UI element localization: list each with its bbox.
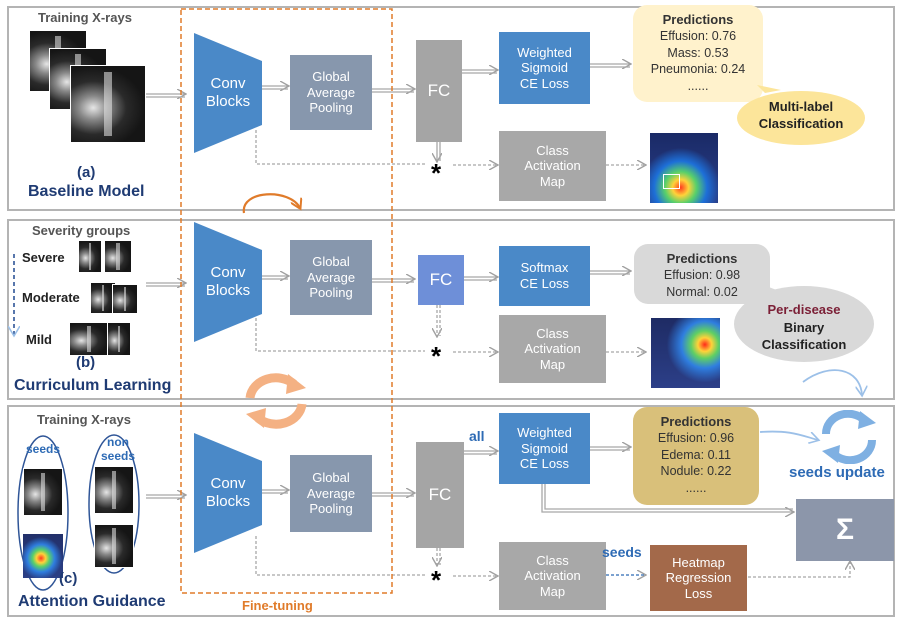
panel-c-seeds-update-label: seeds update (789, 464, 885, 481)
panel-a-xray-3 (70, 65, 146, 143)
panel-b-mild-xray-2 (107, 322, 131, 356)
panel-c-all-label: all (469, 428, 485, 444)
panel-b-moderate-xray-2 (112, 284, 138, 314)
panel-c-fc-layer: FC (416, 442, 464, 548)
panel-b-callout-text: Per-disease Binary Classification (761, 302, 847, 353)
panel-c-seeds-label: seeds (26, 442, 61, 456)
cycle-icon (245, 373, 307, 429)
fine-tuning-label: Fine-tuning (242, 598, 313, 613)
panel-c-non-seeds-ellipse (88, 434, 140, 574)
panel-b-conv-blocks (194, 222, 262, 342)
panel-c-seed-xray (23, 468, 63, 516)
refresh-icon (821, 410, 877, 464)
panel-c-tag: (c) (59, 570, 78, 587)
panel-c-nonseed-xray-2 (94, 524, 134, 568)
panel-b-heatmap-image (651, 318, 720, 388)
panel-b-tag: (b) (76, 354, 96, 371)
panel-b-multiply-symbol: * (431, 341, 442, 371)
fine-tuning-frame (180, 8, 393, 594)
panel-c-nonseed-xray-1 (94, 466, 134, 514)
panel-curriculum-learning (7, 219, 895, 400)
panel-c-sum-box: Σ (796, 499, 894, 561)
panel-a-title: Baseline Model (28, 183, 145, 200)
panel-a-heatmap-image (650, 133, 718, 203)
panel-b-input-title: Severity groups (32, 223, 131, 238)
panel-b-severe-xray-2 (104, 240, 132, 273)
panel-b-callout-bubble (734, 280, 874, 362)
panel-a-input-title: Training X-rays (38, 10, 132, 25)
panel-baseline-model (7, 6, 895, 211)
panel-c-predictions: Predictions Effusion: 0.96 Edema: 0.11 N… (633, 407, 759, 505)
panel-b-group-severe: Severe (22, 250, 65, 265)
panel-b-group-mild: Mild (26, 332, 52, 347)
panel-c-seed-heatmap (23, 534, 63, 578)
panel-c-non-seeds-label: non seeds (101, 435, 136, 463)
panel-c-seeds-ellipse (17, 435, 69, 591)
panel-a-callout-text: Multi-label Classification (758, 99, 844, 131)
panel-b-mild-xray-1 (69, 322, 109, 356)
panel-a-conv-blocks (194, 33, 262, 153)
panel-a-tag: (a) (77, 164, 96, 181)
panel-c-multiply-symbol: * (431, 565, 442, 595)
panel-c-input-title: Training X-rays (37, 412, 131, 427)
panel-a-callout-bubble (737, 85, 865, 145)
panel-a-predictions: Predictions Effusion: 0.76 Mass: 0.53 Pn… (633, 5, 763, 102)
panel-b-severe-xray-1 (78, 240, 102, 273)
panel-c-title: Attention Guidance (18, 593, 166, 610)
panel-b-fc-layer: FC (418, 255, 464, 305)
panel-attention-guidance (7, 405, 895, 617)
panel-b-title: Curriculum Learning (14, 377, 172, 394)
panel-c-seeds-arrow-label: seeds (602, 544, 642, 560)
panel-b-group-moderate: Moderate (22, 290, 80, 305)
panel-a-multiply-symbol: * (431, 158, 442, 188)
panel-c-conv-blocks (194, 433, 262, 553)
panel-a-fc-layer: FC (416, 40, 462, 142)
panel-b-predictions: Predictions Effusion: 0.98 Normal: 0.02 (634, 244, 770, 304)
